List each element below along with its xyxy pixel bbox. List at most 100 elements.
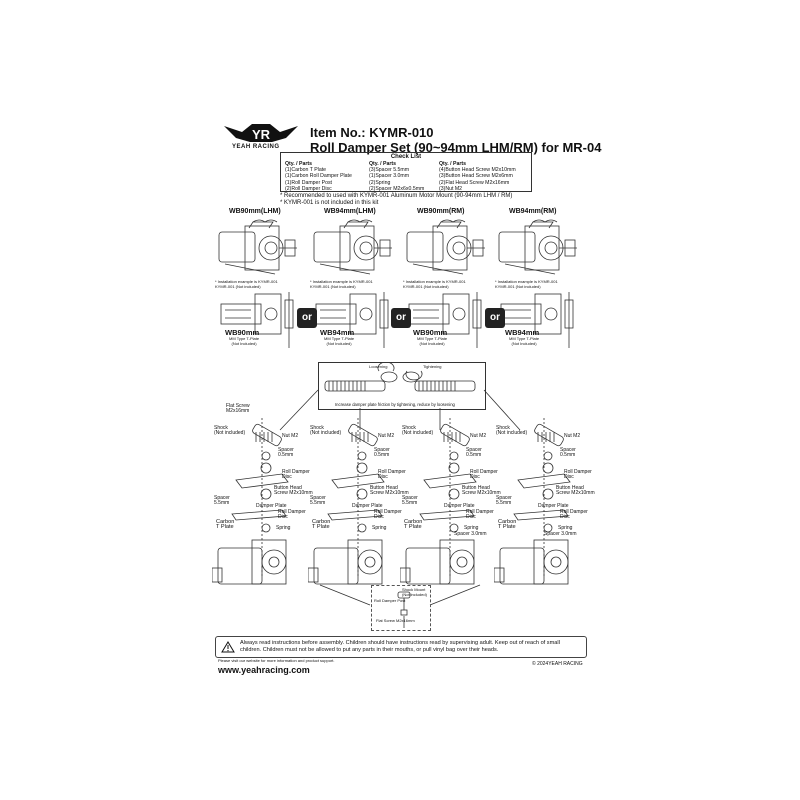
check-list-item: (3)Nut M2 — [439, 185, 463, 192]
damper-plate-label: Damper Plate — [256, 503, 287, 509]
or-badge: or — [485, 308, 505, 328]
button-head-label: Button Head Screw M2x10mm — [462, 485, 501, 497]
damper-plate-label: Damper Plate — [352, 503, 383, 509]
plate-note: MM Type T-Plate (Not Included) — [229, 336, 260, 346]
warning-box: Always read instructions before assembly… — [215, 636, 587, 658]
button-head-label: Button Head Screw M2x10mm — [556, 485, 595, 497]
t-plate-drawing — [220, 292, 294, 348]
spacer-label: Spacer 0.5mm — [466, 447, 482, 459]
shock-label: Shock (Not included) — [310, 425, 342, 437]
warning-text: Always read instructions before assembly… — [240, 640, 560, 653]
shock-label: Shock (Not included) — [496, 425, 528, 437]
motor-drawing — [406, 219, 485, 275]
tightening-label: Tightening — [423, 364, 442, 369]
loosening-label: Loosening — [369, 364, 388, 369]
check-list-item: (3)Spacer 5.5mm — [369, 167, 410, 174]
roll-damper-post-label: Roll Damper Post — [374, 598, 406, 603]
roll-damper-disc-label: Roll Damper Disc — [378, 469, 406, 481]
check-list-item: (2)Spring — [369, 179, 391, 186]
flat-screw-label: Flat Screw M2x16mm — [376, 618, 415, 623]
check-list-col-2: Qty. / Parts (3)Spacer 5.5mm (1)Spacer 3… — [369, 161, 424, 192]
check-list-item: (1)Carbon Roll Damper Plate — [285, 173, 352, 180]
check-list-item: (1)Spacer 3.0mm — [369, 173, 410, 180]
install-note: * Installation example is KYMR-001 KYMR-… — [403, 279, 466, 289]
page-title: Roll Damper Set (90~94mm LHM/RM) for MR-… — [310, 140, 602, 155]
variant-label: WB90mm(LHM) — [229, 208, 281, 215]
variant-panel: WB94mm(RM) * Installation example is KYM… — [495, 208, 585, 356]
variant-label: WB94mm(LHM) — [324, 208, 376, 215]
check-list-col-header: Qty. / Parts — [439, 161, 467, 167]
plate-note: MM Type T-Plate (Not Included) — [324, 336, 355, 346]
variant-panel: WB90mm(RM) * Installation example is KYM… — [403, 208, 493, 356]
spacer-55-label: Spacer 5.5mm — [496, 495, 512, 507]
button-head-label: Button Head Screw M2x10mm — [370, 485, 409, 497]
carbon-t-plate-label: Carbon T Plate — [498, 519, 517, 531]
web-note: Please visit our website for more inform… — [218, 658, 335, 663]
motor-drawing — [218, 219, 297, 275]
button-head-label: Button Head Screw M2x10mm — [274, 485, 313, 497]
spacer-label: Spacer 0.5mm — [374, 447, 390, 459]
plate-label: WB94mm — [320, 328, 355, 337]
variant-panel: WB90mm(LHM) * Installation example is KY… — [215, 208, 305, 356]
check-list-heading: Check List — [390, 154, 422, 160]
assembly-panel: Shock (Not included) Nut M2 Spacer 0.5mm… — [400, 408, 501, 598]
assembly-panel: Shock (Not included) Nut M2 Spacer 0.5mm… — [494, 408, 595, 598]
copyright: © 2024YEAH RACING — [532, 661, 583, 667]
check-list-item: (1)Carbon T Plate — [285, 167, 327, 174]
roll-damper-disc-label: Roll Damper Disc — [282, 469, 310, 481]
spacer-label: Spacer 0.5mm — [560, 447, 576, 459]
spring-label: Spring — [558, 525, 573, 531]
check-list-item: (4)Button Head Screw M2x10mm — [439, 167, 516, 174]
assembly-drawing — [494, 418, 571, 585]
roll-damper-disc-label: Roll Damper Disc — [466, 509, 494, 521]
detail-inset: Loosening Tightening Increase damper pla… — [318, 362, 486, 410]
item-number: Item No.: KYMR-010 — [310, 125, 434, 140]
assembly-panel: Shock (Not included) Nut M2 Spacer 0.5mm… — [212, 408, 313, 598]
shock-label: Shock (Not included) — [402, 425, 434, 437]
motor-drawing — [313, 219, 392, 275]
t-plate-drawing — [408, 292, 482, 348]
roll-damper-disc-label: Roll Damper Disc — [278, 509, 306, 521]
assembly-drawing — [308, 418, 385, 585]
spacer-30-label: Spacer 3.0mm — [544, 531, 577, 537]
or-badge: or — [297, 308, 317, 328]
shock-label: Shock (Not included) — [214, 425, 246, 437]
warning-icon — [221, 641, 235, 653]
spacer-55-label: Spacer 5.5mm — [402, 495, 418, 507]
check-list-item: (1)Roll Damper Post — [285, 179, 332, 186]
install-note: * Installation example is KYMR-001 KYMR-… — [310, 279, 373, 289]
nut-label: Nut M2 — [282, 433, 299, 439]
assembly-panel: Shock (Not included) Nut M2 Spacer 0.5mm… — [308, 408, 409, 598]
plate-label: WB90mm — [225, 328, 260, 337]
shock-mount-label: Shock Mount (Not included) — [402, 587, 427, 597]
spacer-55-label: Spacer 5.5mm — [214, 495, 230, 507]
notes: * Recommended to used with KYMR-001 Alum… — [280, 193, 512, 207]
carbon-t-plate-label: Carbon T Plate — [216, 519, 235, 531]
t-plate-drawing — [315, 292, 389, 348]
plate-note: MM Type T-Plate (Not Included) — [417, 336, 448, 346]
check-list-col-3: Qty. / Parts (4)Button Head Screw M2x10m… — [439, 161, 516, 192]
nut-label: Nut M2 — [378, 433, 395, 439]
flat-screw-label: Flat Screw M2x16mm — [226, 403, 250, 415]
logo-mark: YR — [252, 127, 271, 142]
check-list-col-1: Qty. / Parts (1)Carbon T Plate (1)Carbon… — [285, 161, 352, 192]
plate-label: WB94mm — [505, 328, 540, 337]
spring-label: Spring — [464, 525, 479, 531]
roll-damper-disc-label: Roll Damper Disc — [560, 509, 588, 521]
plate-note: MM Type T-Plate (Not Included) — [509, 336, 540, 346]
or-badge: or — [391, 308, 411, 328]
note-line: * KYMR-001 is not included in this kit — [280, 200, 379, 206]
website-link[interactable]: www.yeahracing.com — [218, 665, 310, 675]
nut-label: Nut M2 — [564, 433, 581, 439]
roll-damper-disc-label: Roll Damper Disc — [564, 469, 592, 481]
post-detail-inset: Roll Damper Post Shock Mount (Not includ… — [371, 585, 431, 631]
spacer-30-label: Spacer 3.0mm — [454, 531, 487, 537]
assembly-drawing — [400, 418, 477, 585]
check-list-item: (2)Roll Damper Disc — [285, 185, 332, 192]
brand-logo: YR YEAH RACING — [222, 120, 300, 154]
spacer-label: Spacer 0.5mm — [278, 447, 294, 459]
brand-name: YEAH RACING — [232, 144, 280, 150]
note-line: * Recommended to used with KYMR-001 Alum… — [280, 193, 513, 199]
check-list-col-header: Qty. / Parts — [369, 161, 397, 167]
install-note: * Installation example is KYMR-001 KYMR-… — [215, 279, 278, 289]
